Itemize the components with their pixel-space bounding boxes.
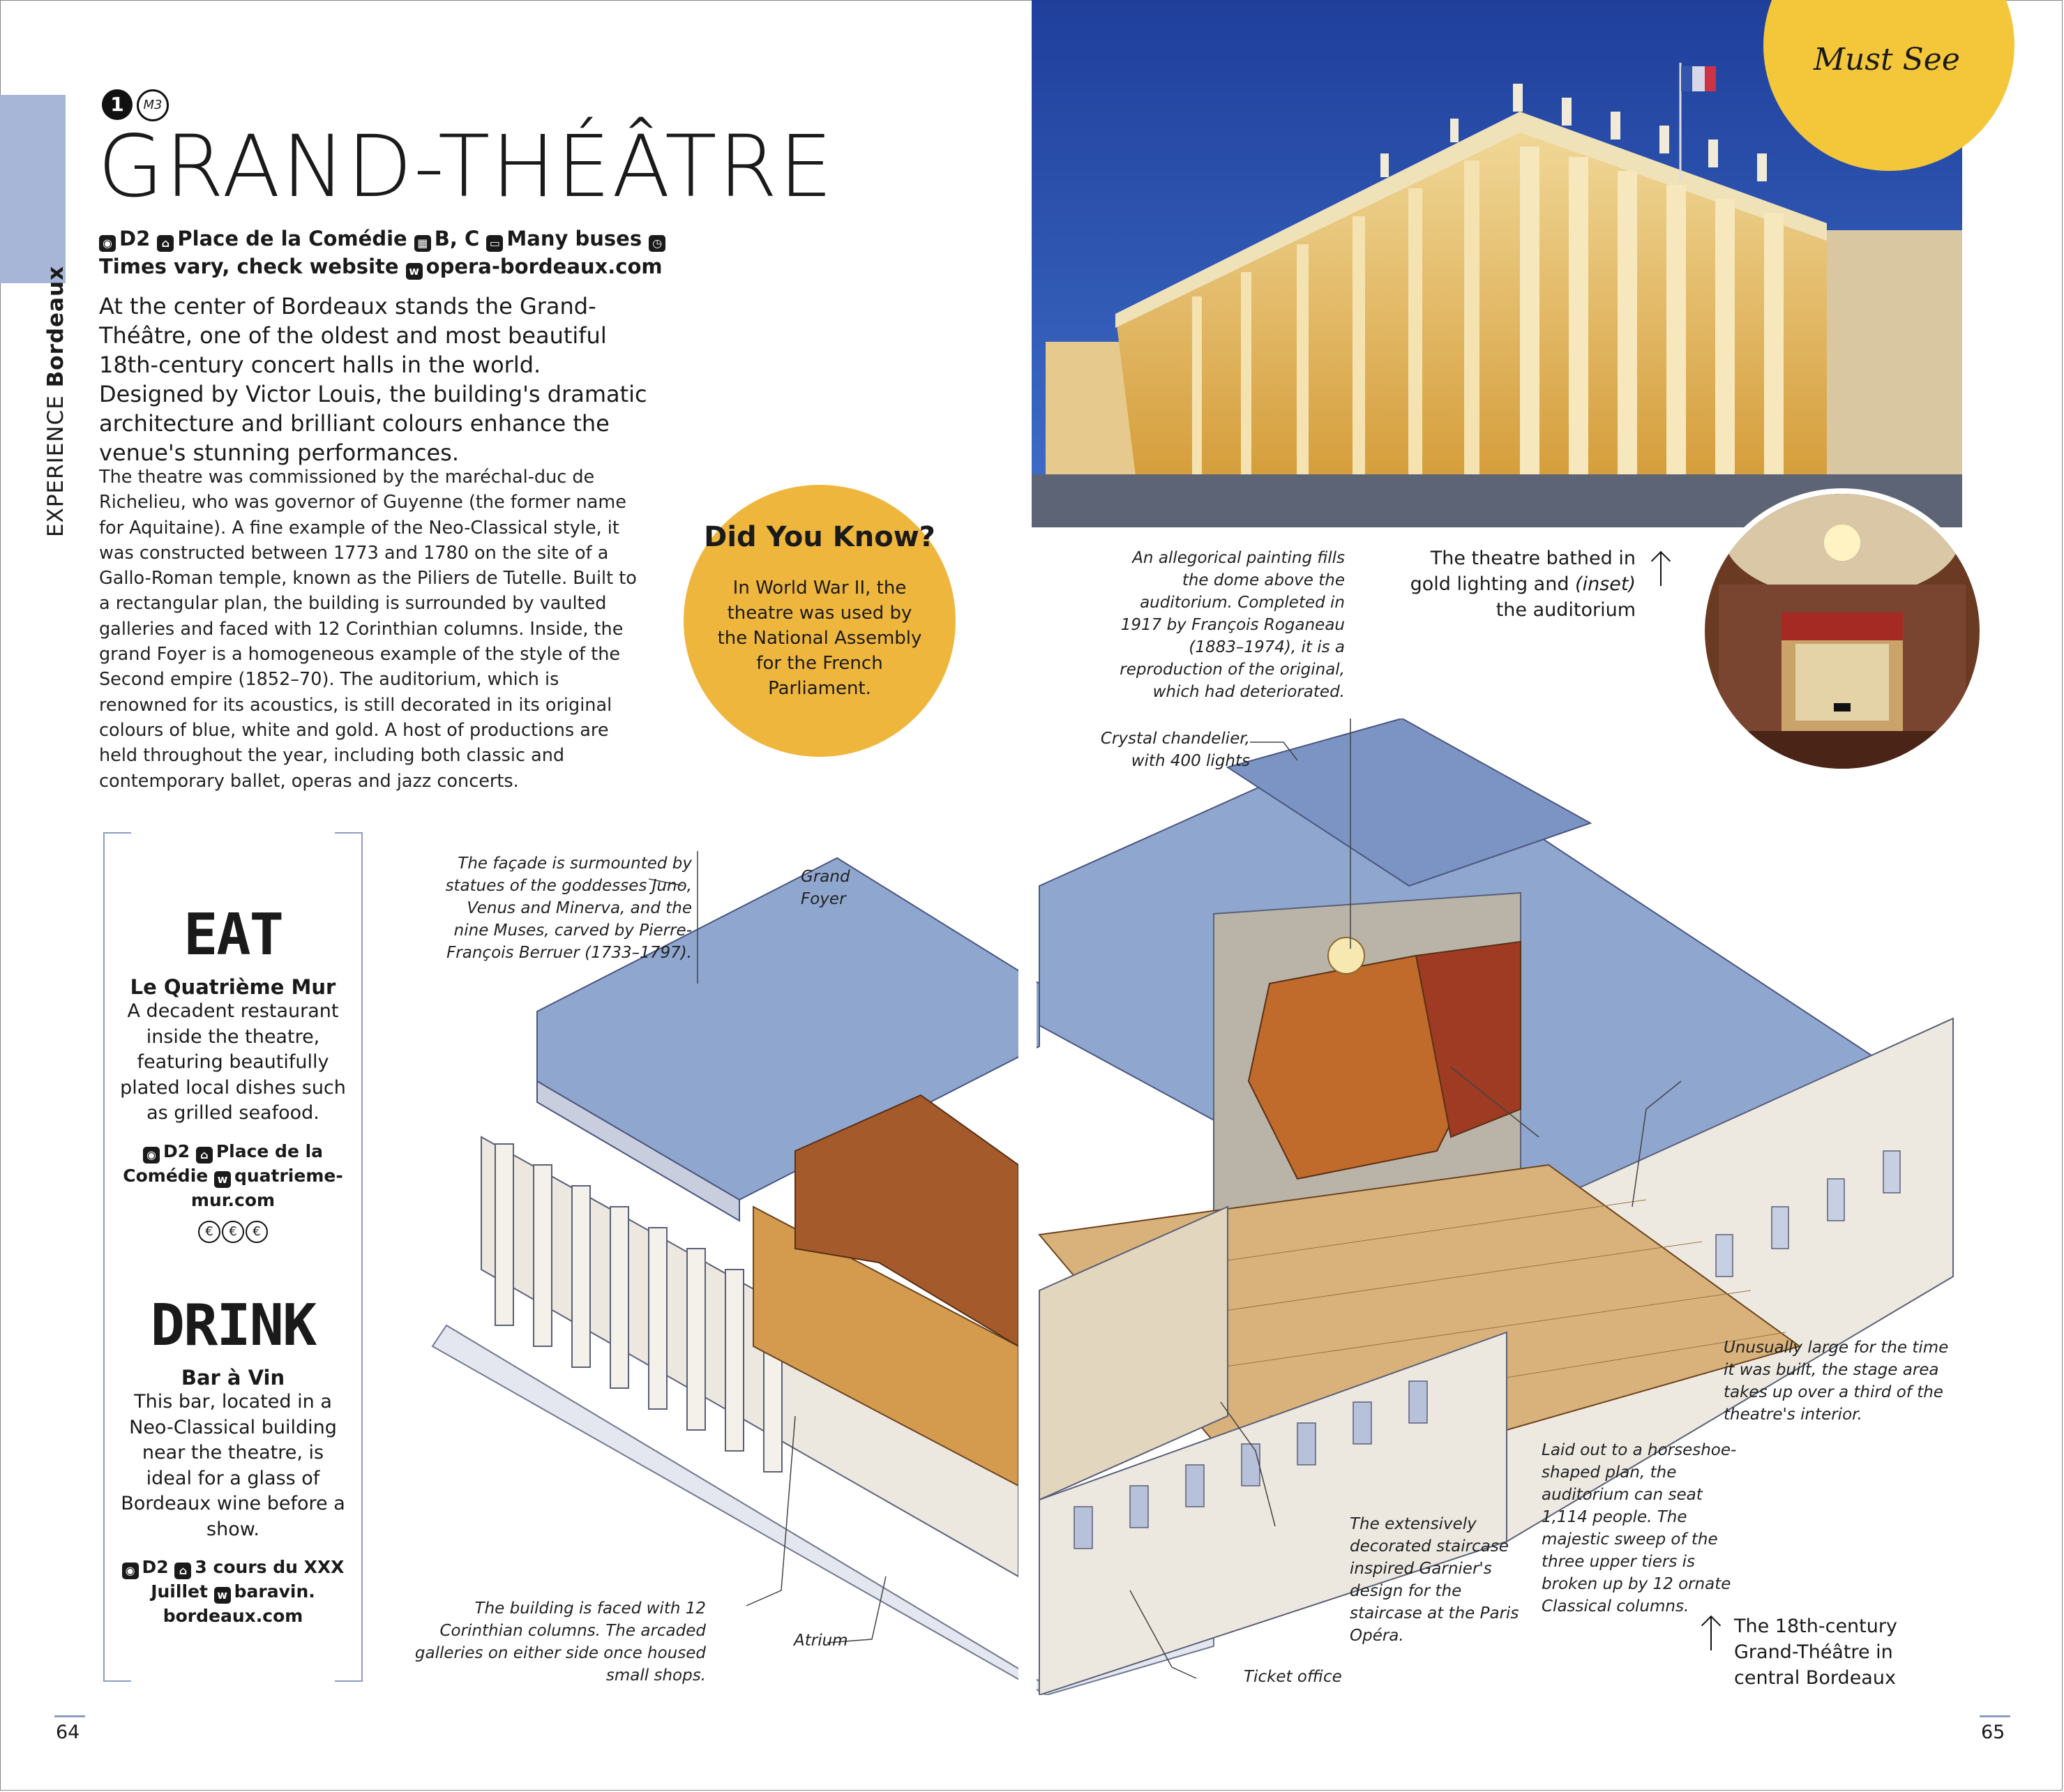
callout-chandelier: Crystal chandelier, with 400 lights bbox=[1100, 730, 1250, 770]
map-pin-icon: ◉ bbox=[142, 1146, 160, 1164]
callout-atrium: Atrium bbox=[794, 1632, 848, 1650]
address: Place de la Comédie bbox=[177, 227, 407, 250]
box-corner bbox=[335, 1680, 363, 1682]
tram-icon: ▦ bbox=[414, 235, 431, 252]
map-pin-icon: ◉ bbox=[121, 1563, 139, 1579]
home-icon: ⌂ bbox=[157, 235, 174, 252]
web-icon: w bbox=[213, 1170, 231, 1188]
page-rule bbox=[1980, 1715, 2010, 1717]
practical-info: ◉D2 ⌂Place de la Comédie ▦B, C ▭Many bus… bbox=[99, 225, 727, 280]
restaurant-name: Le Quatrième Mur bbox=[130, 975, 336, 999]
grid-ref: D2 bbox=[163, 1140, 190, 1161]
opening-hours: Times vary, check website bbox=[99, 255, 399, 278]
clock-icon: ◷ bbox=[649, 235, 666, 252]
web-icon: w bbox=[405, 263, 423, 280]
page-number-right: 65 bbox=[1981, 1722, 2005, 1743]
callout-stage: Unusually large for the time it was buil… bbox=[1724, 1339, 1949, 1424]
bus-icon: ▭ bbox=[486, 235, 504, 252]
website-link[interactable]: quatrieme-mur.com bbox=[190, 1165, 343, 1210]
chapter-section: Bordeaux bbox=[43, 265, 68, 388]
home-icon: ⌂ bbox=[195, 1146, 213, 1164]
eat-heading: EAT bbox=[183, 902, 284, 968]
box-border-right bbox=[361, 832, 363, 1682]
callout-staircase: The extensively decorated staircase insp… bbox=[1350, 1515, 1519, 1645]
chapter-prefix: EXPERIENCE bbox=[43, 395, 68, 537]
euro-icon: € bbox=[222, 1220, 244, 1243]
callout-ticket-office: Ticket office bbox=[1244, 1668, 1342, 1686]
cutaway-illustration bbox=[391, 717, 1967, 1696]
chapter-label: EXPERIENCE Bordeaux bbox=[43, 266, 68, 537]
grid-ref: D2 bbox=[142, 1557, 169, 1577]
photo-caption: The theatre bathed in gold lighting and … bbox=[1410, 548, 1636, 621]
eat-drink-box: EAT Le Quatrième Mur A decadent restaura… bbox=[103, 832, 363, 1682]
chapter-tab bbox=[0, 95, 66, 283]
arrow-up-icon bbox=[1710, 1617, 1712, 1650]
eat-section: EAT Le Quatrième Mur A decadent restaura… bbox=[117, 902, 349, 1243]
box-corner bbox=[103, 832, 131, 834]
tram-lines: B, C bbox=[434, 227, 480, 250]
address: 3 cours du XXX Juillet bbox=[151, 1557, 345, 1602]
entry-number: 1 bbox=[102, 89, 133, 120]
must-see-label: Must See bbox=[1814, 42, 1960, 77]
callout-facade: The façade is surmounted by statues of t… bbox=[445, 854, 692, 962]
drink-section: DRINK Bar à Vin This bar, located in a N… bbox=[117, 1293, 349, 1628]
must-see-badge-icon: M3 bbox=[137, 89, 169, 121]
map-pin-icon: ◉ bbox=[99, 235, 116, 252]
euro-icon: € bbox=[198, 1220, 220, 1243]
did-you-know-title: Did You Know? bbox=[704, 521, 935, 553]
grid-ref: D2 bbox=[119, 227, 151, 250]
page-title: GRAND-THÉÂTRE bbox=[98, 117, 834, 216]
page-rule bbox=[54, 1715, 85, 1717]
illustration-caption: The 18th-century Grand-Théâtre in centra… bbox=[1734, 1616, 1897, 1689]
bar-desc: This bar, located in a Neo-Classical bui… bbox=[121, 1391, 345, 1540]
box-border-left bbox=[103, 832, 105, 1682]
web-icon: w bbox=[213, 1587, 231, 1604]
page-number-left: 64 bbox=[56, 1722, 80, 1743]
lead-paragraph: At the center of Bordeaux stands the Gra… bbox=[99, 293, 647, 466]
callout-painting: An allegorical painting fills the dome a… bbox=[1120, 549, 1345, 701]
did-you-know-circle: Did You Know? In World War II, the theat… bbox=[684, 485, 956, 757]
euro-icon: € bbox=[246, 1220, 268, 1243]
address: Place de la Comédie bbox=[123, 1140, 324, 1186]
bus-info: Many buses bbox=[506, 227, 642, 250]
callout-auditorium: Laid out to a horseshoe-shaped plan, the… bbox=[1542, 1441, 1737, 1616]
box-corner bbox=[335, 832, 363, 834]
website-link[interactable]: opera-bordeaux.com bbox=[425, 255, 663, 278]
bar-name: Bar à Vin bbox=[181, 1366, 285, 1390]
drink-heading: DRINK bbox=[150, 1293, 317, 1359]
box-corner bbox=[103, 1680, 131, 1682]
body-paragraph: The theatre was commissioned by the maré… bbox=[99, 467, 637, 792]
website-link[interactable]: baravin. bordeaux.com bbox=[163, 1581, 315, 1626]
arrow-up-icon bbox=[1660, 552, 1662, 586]
home-icon: ⌂ bbox=[174, 1563, 192, 1579]
callout-columns: The building is faced with 12 Corinthian… bbox=[414, 1599, 706, 1685]
auditorium-inset-photo bbox=[1699, 488, 1985, 774]
price-rating: €€€ bbox=[117, 1220, 349, 1243]
callout-grand-foyer: Grand Foyer bbox=[801, 868, 850, 908]
did-you-know-text: In World War II, the theatre was used by… bbox=[717, 578, 922, 699]
restaurant-desc: A decadent restaurant inside the theatre… bbox=[120, 1000, 346, 1124]
